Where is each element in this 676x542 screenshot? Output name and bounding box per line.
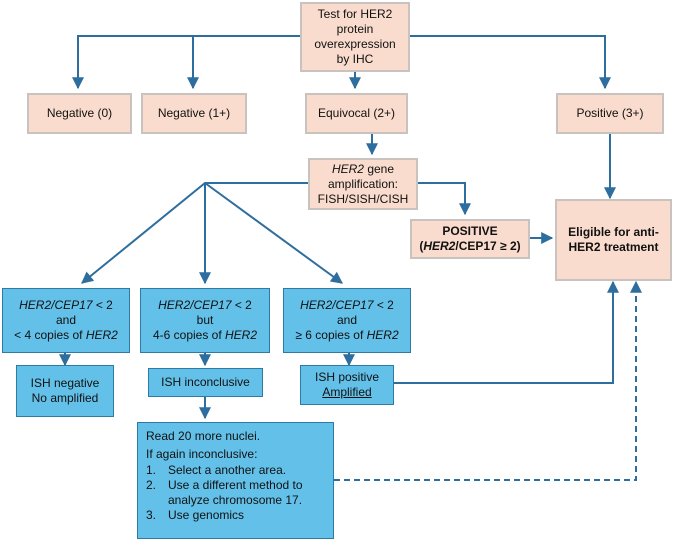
reread-box: Read 20 more nuclei. If again inconclusi… (137, 422, 334, 539)
negative0-box: Negative (0) (27, 93, 132, 134)
ratio1-line-2: and (55, 313, 77, 327)
amp-her2-italic: HER2 (331, 161, 364, 176)
ish-positive-line-2: Amplified (322, 385, 372, 399)
ratio2-line-2: but (196, 313, 214, 327)
negative1-box: Negative (1+) (141, 93, 247, 134)
ratio1-line-3: < 4 copies of HER2 (14, 328, 118, 342)
reread-item: analyze chromosome 17. (168, 493, 303, 507)
amp-to-positive-arrow (418, 182, 471, 216)
ratio3-line-2: and (336, 313, 358, 327)
ish-positive-line-1: ISH positive (314, 370, 380, 384)
amp-line-1: HER2 gene (332, 162, 394, 177)
eligible-box: Eligible for anti- HER2 treatment (555, 199, 672, 281)
test-line-3: overexpression (314, 37, 396, 51)
ratio1-line-1: HER2/CEP17 < 2 (19, 298, 113, 312)
reread-to-eligible-dashed-arrow (334, 280, 642, 481)
reread-item: 2.Use a different method to (146, 478, 303, 492)
ratio2-box: HER2/CEP17 < 2 but 4-6 copies of HER2 (140, 288, 270, 353)
ratio1-box: HER2/CEP17 < 2 and < 4 copies of HER2 (2, 288, 130, 353)
ish-negative-line-2: No amplified (31, 391, 99, 405)
amp-to-ratio3-arrow (204, 182, 343, 284)
ish-inconclusive-box: ISH inconclusive (148, 368, 263, 397)
ratio2-line-3: 4-6 copies of HER2 (152, 328, 258, 342)
test-line-1: Test for HER2 (317, 7, 393, 21)
test-to-negative0-arrow (72, 35, 300, 90)
ishpos-to-eligible-arrow (394, 280, 619, 384)
reread-line-1: Read 20 more nuclei. (146, 429, 261, 443)
reread-item: 1.Select a another area. (146, 463, 287, 477)
amp-line-2: amplification: (327, 176, 399, 191)
positive3-box: Positive (3+) (556, 93, 664, 134)
ratio3-line-3: ≥ 6 copies of HER2 (295, 328, 399, 342)
ratio3-box: HER2/CEP17 < 2 and ≥ 6 copies of HER2 (283, 288, 411, 353)
test-line-4: by IHC (336, 52, 374, 66)
negative0-label: Negative (0) (46, 106, 113, 120)
equivocal-label: Equivocal (2+) (317, 106, 396, 120)
ish-negative-line-1: ISH negative (30, 376, 100, 390)
test-box: Test for HER2 protein overexpression by … (300, 2, 410, 72)
ish-negative-box: ISH negative No amplified (16, 365, 114, 417)
positive-title: POSITIVE (442, 224, 498, 238)
amplification-box: HER2 gene amplification: FISH/SISH/CISH (308, 158, 418, 210)
amp-line-1-rest: gene (363, 161, 395, 176)
ratio3-line-1: HER2/CEP17 < 2 (300, 298, 394, 312)
eligible-line-2: HER2 treatment (568, 240, 659, 254)
negative1-label: Negative (1+) (157, 106, 231, 120)
amp-line-3: FISH/SISH/CISH (317, 191, 409, 206)
reread-list: 1.Select a another area. 2.Use a differe… (146, 463, 303, 523)
test-line-2: protein (336, 22, 374, 36)
reread-line-2: If again inconclusive: (146, 447, 258, 461)
positive3-label: Positive (3+) (576, 106, 644, 120)
ish-positive-box: ISH positive Amplified (300, 365, 394, 405)
ish-inconclusive-label: ISH inconclusive (161, 375, 250, 389)
test-to-positive3-arrow (410, 35, 611, 90)
eligible-line-1: Eligible for anti- (568, 225, 659, 239)
equivocal-box: Equivocal (2+) (305, 93, 408, 134)
reread-item: 3.Use genomics (146, 508, 245, 522)
positive-result-box: POSITIVE (HER2/CEP17 ≥ 2) (410, 219, 530, 259)
positive-ratio: (HER2/CEP17 ≥ 2) (419, 239, 521, 253)
ratio2-line-1: HER2/CEP17 < 2 (158, 298, 252, 312)
